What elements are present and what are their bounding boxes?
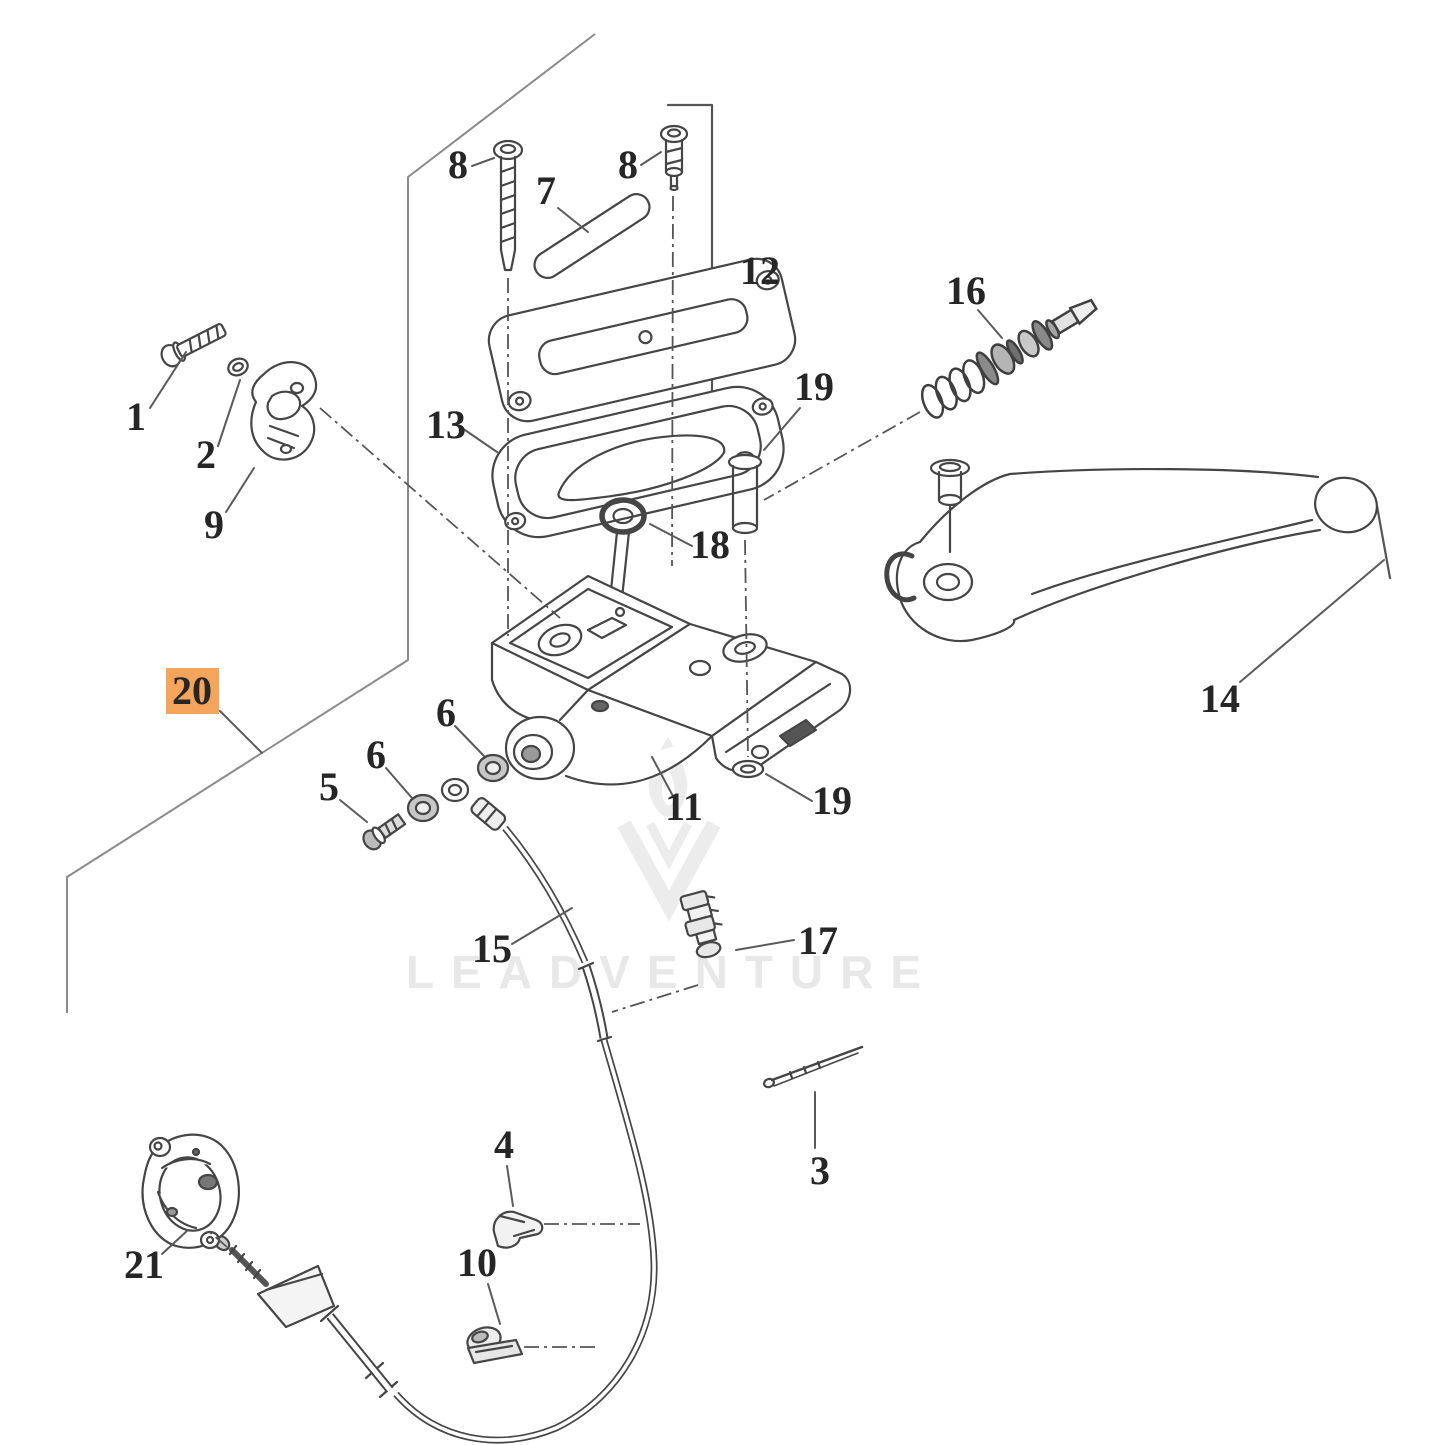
centerlines — [205, 195, 921, 1348]
set-screw-drawing — [362, 813, 407, 851]
leader-lines — [149, 151, 1385, 1325]
group-14-tick — [1375, 504, 1392, 580]
mount-bolt-drawing — [160, 323, 227, 368]
cotter-pin-drawing — [763, 1045, 864, 1089]
lock-washer-drawing — [227, 357, 249, 377]
callout-18: 18 — [690, 522, 730, 567]
cover-screw-left-drawing — [492, 139, 524, 272]
callouts: 1 2 9 8 7 8 12 16 19 13 18 14 11 19 20 6… — [124, 142, 1240, 1287]
callout-17: 17 — [798, 918, 838, 963]
callout-2: 2 — [196, 432, 216, 477]
callout-9: 9 — [204, 502, 224, 547]
pivot-pin-drawing — [727, 451, 763, 535]
callout-6-upper: 6 — [436, 690, 456, 735]
actuator-cover-drawing — [141, 1133, 240, 1250]
sight-glass-drawing — [533, 193, 651, 279]
callout-14: 14 — [1200, 676, 1240, 721]
callout-13: 13 — [426, 402, 466, 447]
callout-8-left: 8 — [448, 142, 468, 187]
handlebar-clamp-drawing — [250, 361, 318, 461]
watermark: LEADVENTURE — [406, 737, 938, 998]
watermark-text: LEADVENTURE — [406, 946, 938, 998]
jam-nut-upper-drawing — [476, 753, 510, 783]
clutch-cable-drawing — [203, 777, 658, 1444]
watermark-v-inner — [646, 821, 692, 870]
bracket-body-drawing — [490, 574, 852, 786]
callout-19-upper: 19 — [794, 364, 834, 409]
parts — [141, 124, 1378, 1444]
callout-3: 3 — [810, 1148, 830, 1193]
diaphragm-drawing — [491, 385, 785, 539]
callout-6-lower: 6 — [366, 732, 386, 777]
callout-1: 1 — [126, 394, 146, 439]
callout-4: 4 — [494, 1122, 514, 1167]
cover-screw-right-drawing — [659, 124, 689, 192]
callout-10: 10 — [457, 1240, 497, 1285]
callout-7: 7 — [536, 168, 556, 213]
jam-nut-lower-drawing — [406, 793, 440, 823]
piston-assembly-drawing — [920, 298, 1098, 419]
callout-21: 21 — [124, 1242, 164, 1287]
callout-8-right: 8 — [618, 142, 638, 187]
callout-20-highlight — [166, 668, 219, 714]
callout-11: 11 — [665, 784, 703, 829]
callout-16: 16 — [946, 268, 986, 313]
centerline-screw-right — [671, 195, 674, 567]
watermark-v-outer — [617, 820, 721, 922]
grommet-drawing — [599, 497, 647, 602]
cable-clamp-drawing — [466, 1326, 524, 1365]
cable-clip-drawing — [492, 1210, 544, 1249]
reservoir-cover-drawing — [487, 257, 797, 423]
hand-lever-drawing — [884, 458, 1378, 643]
group-20-outline — [66, 33, 596, 1013]
cable-adjuster-drawing — [679, 890, 723, 959]
callout-20: 20 — [172, 668, 212, 713]
callout-19-lower: 19 — [812, 778, 852, 823]
callout-5: 5 — [319, 764, 339, 809]
centerline-piston-to-body — [763, 411, 921, 501]
callout-12: 12 — [740, 248, 780, 293]
centerline-cable-to-cover — [205, 1228, 228, 1248]
o-ring-drawing — [731, 759, 765, 779]
centerline-clamp-to-body — [319, 407, 561, 619]
callout-15: 15 — [472, 926, 512, 971]
centerline-pivot-pin — [744, 539, 749, 758]
